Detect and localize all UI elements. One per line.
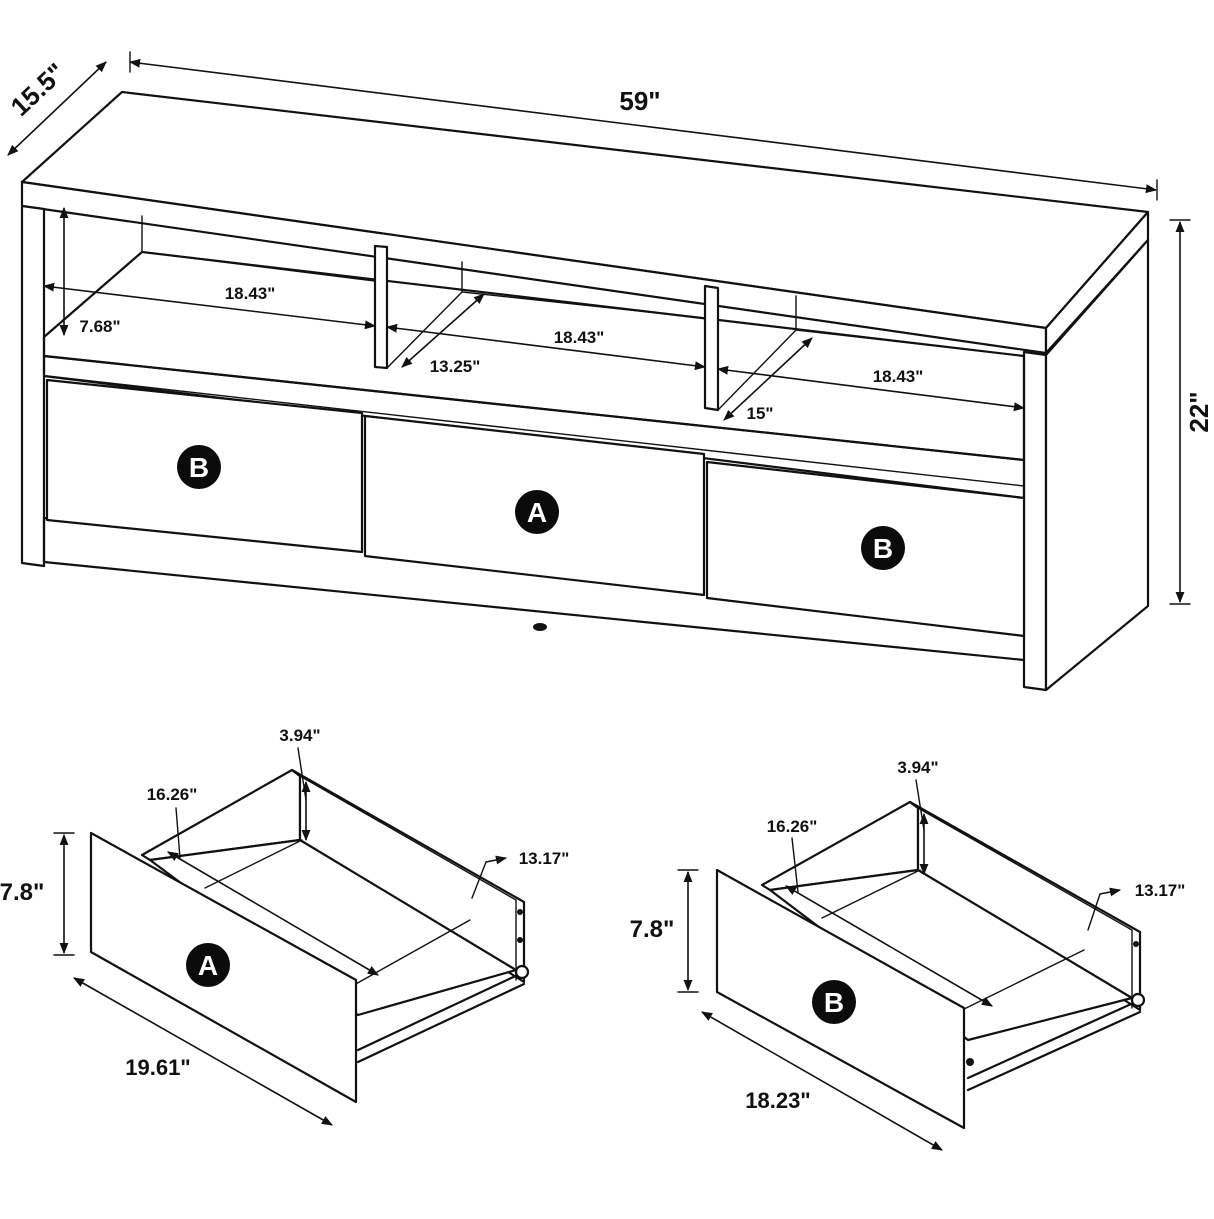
badge-label: B [189,452,209,483]
badge-drawer-right: B [861,526,905,570]
badge-label: B [824,987,844,1018]
dimension-drawer-b-inner-height: 3.94" [897,758,938,777]
tv-console: B A B [20,90,1150,692]
dimension-drawer-b-front-width: 18.23" [745,1088,810,1113]
drawer-a-diagram: A 7.8" 19.61" 16.26" 3.94" 13.17" [0,726,570,1126]
dimension-shelf-left-width: 18.43" [225,284,276,303]
badge-drawer-b: B [812,980,856,1024]
console-foot [533,623,547,631]
console-right-side-panel [1044,238,1150,692]
dimension-shelf-right-depth: 15" [747,404,774,423]
console-right-leg [1022,350,1048,692]
dimension-shelf-left-height: 7.68" [79,317,120,336]
console-left-leg [20,204,46,568]
drawer-a-slide-rail [356,970,526,1064]
dimension-drawer-b-inner-depth: 16.26" [767,817,818,836]
drawer-b-diagram: B 7.8" 18.23" 16.26" 3.94" 13.17" [630,758,1186,1151]
dimension-overall-depth: 15.5" [5,57,71,122]
dimension-shelf-right-width: 18.43" [873,367,924,386]
depth-dimension-line [7,61,107,156]
badge-label: B [873,533,893,564]
dimension-drawer-a-height: 7.8" [0,879,44,906]
dimension-drawer-b-inner-width: 13.17" [1135,881,1186,900]
shelf-divider-right [703,284,720,412]
drawer-b-slide-rail [966,998,1142,1092]
badge-label: A [198,950,218,981]
badge-drawer-center: A [515,490,559,534]
dimension-overall-height: 22" [1184,391,1214,432]
dimension-shelf-middle-width: 18.43" [554,328,605,347]
dimension-drawer-b-height: 7.8" [630,916,675,943]
shelf-divider-left [373,244,389,370]
badge-drawer-left: B [177,445,221,489]
dimension-drawer-a-inner-height: 3.94" [279,726,320,745]
dimension-drawer-a-inner-width: 13.17" [519,849,570,868]
dimension-drawer-a-front-width: 19.61" [125,1055,190,1080]
width-dimension-line [128,58,1158,194]
dimension-drawer-a-inner-depth: 16.26" [147,785,198,804]
badge-drawer-a: A [186,943,230,987]
dimension-shelf-middle-depth: 13.25" [430,357,481,376]
badge-label: A [527,497,547,528]
dimension-overall-width: 59" [619,86,660,116]
console-dimensions: 59" 15.5" 22" 18.43" 7.68" 18.43" 13.25"… [5,51,1214,605]
